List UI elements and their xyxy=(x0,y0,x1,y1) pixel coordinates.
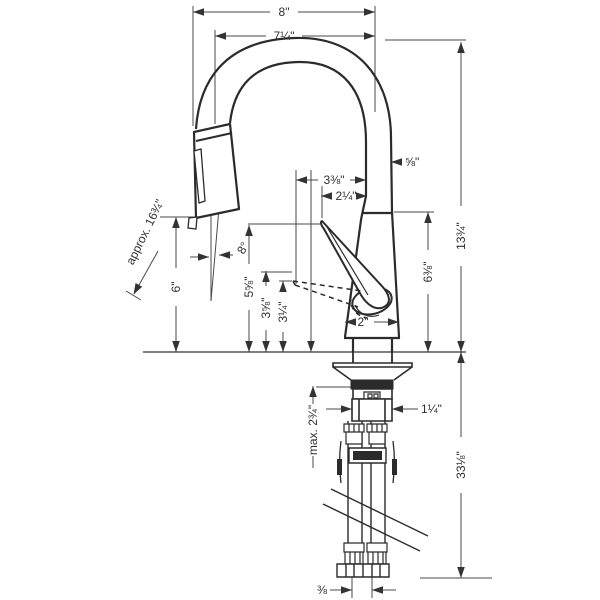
dim-overall-depth: 8" xyxy=(279,5,290,19)
spray-head-body xyxy=(192,122,241,220)
hose-upper-connectors xyxy=(343,423,388,445)
spray-head-band xyxy=(195,132,233,142)
spout-outline xyxy=(194,36,401,352)
spray-head-button xyxy=(193,148,206,204)
hose-end-connectors xyxy=(343,542,388,565)
under-counter-assembly xyxy=(322,352,429,578)
dim-counter-to-handle-tip: 5⅝" xyxy=(242,277,256,298)
hose-end-nuts xyxy=(336,563,390,578)
hose-break-lines xyxy=(322,488,429,552)
dimension-lines xyxy=(133,11,462,591)
dim-handle-arc-bottom: 3¼" xyxy=(276,302,290,323)
handle xyxy=(292,220,393,319)
dimension-labels: 8" 7¼" ⅝" 13¾" 3⅜" 2¼" approx. 16¾" 8° 6… xyxy=(123,5,468,597)
dim-spout-reach: 7¼" xyxy=(274,29,295,43)
supply-hoses xyxy=(347,421,386,543)
dimension-arrowheads xyxy=(133,8,465,594)
rubber-gasket xyxy=(350,379,394,390)
dim-overall-height: approx. 16¾" xyxy=(123,197,167,267)
dim-counter-to-spout-base-top: 6⅜" xyxy=(421,262,435,283)
dim-counter-to-sprayhead: 6" xyxy=(169,282,183,293)
handle-lever xyxy=(319,220,390,310)
dim-handle-projection-back: 3⅜" xyxy=(324,173,345,187)
handle-lever-detail xyxy=(326,226,369,296)
dim-shank-width: 1¼" xyxy=(421,402,442,416)
central-connector-band xyxy=(353,451,382,460)
dim-body-base-width: 2" xyxy=(358,315,369,329)
dim-handle-arc-top: 3⅝" xyxy=(259,298,273,319)
mounting-shank xyxy=(352,352,393,363)
spray-head xyxy=(187,122,241,230)
dim-counter-to-hose-end: 33⅛" xyxy=(454,451,468,479)
dim-max-counter-thickness: max. 2¾" xyxy=(306,405,320,455)
dim-counter-to-spout-top: 13¾" xyxy=(454,222,468,250)
spray-head-outlet-tip xyxy=(187,216,198,230)
mounting-nut xyxy=(351,398,393,422)
dim-spout-tip-offset: ⅝" xyxy=(405,155,419,169)
extension-lines xyxy=(125,6,492,598)
washer-plate xyxy=(332,362,413,381)
dim-handle-projection-front: 2¼" xyxy=(336,189,357,203)
dim-hose-connector-spacing: ⅜ xyxy=(317,583,328,597)
